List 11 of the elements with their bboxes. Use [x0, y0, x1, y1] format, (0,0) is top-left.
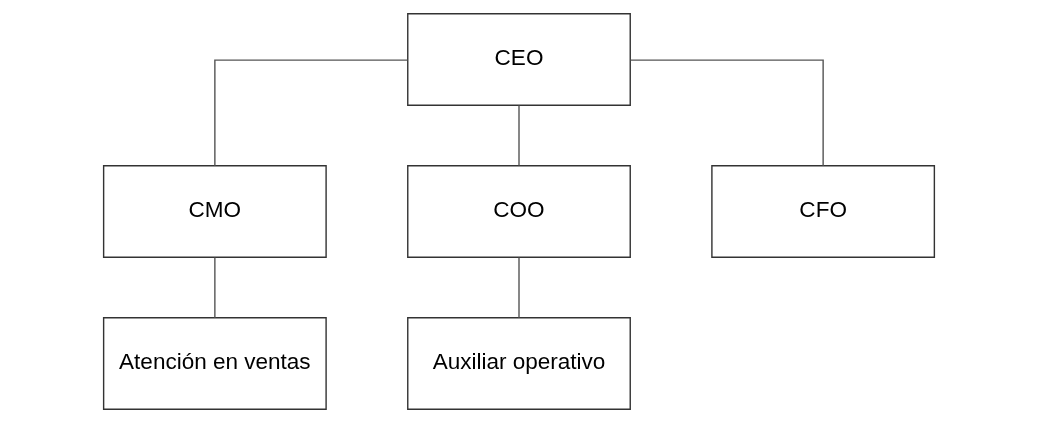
- connector: [214, 256, 216, 319]
- node-box: Atención en ventas: [102, 317, 327, 411]
- node-box: COO: [407, 165, 631, 258]
- connector: [518, 104, 520, 167]
- connector: [518, 256, 520, 319]
- connector: [214, 59, 409, 167]
- node-box: CMO: [102, 165, 327, 258]
- connector: [629, 59, 824, 167]
- node-box: CEO: [407, 12, 631, 106]
- node-box: Auxiliar operativo: [407, 317, 631, 411]
- node-box: CFO: [711, 165, 936, 258]
